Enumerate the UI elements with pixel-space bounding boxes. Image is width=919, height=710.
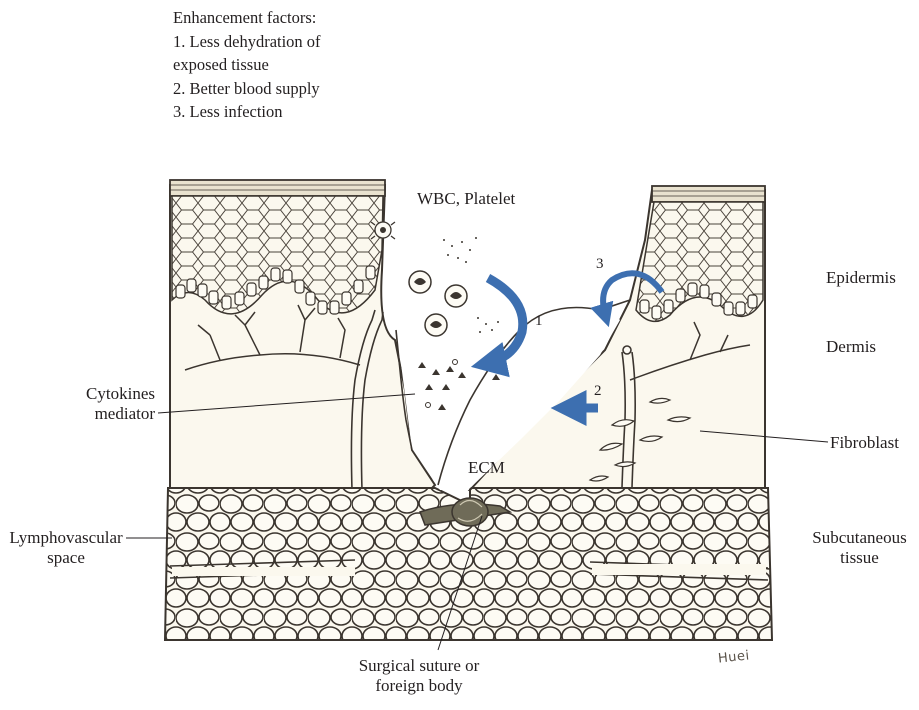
- arrow-2-number: 2: [594, 383, 602, 400]
- enhancement-factors: Enhancement factors: 1. Less dehydration…: [173, 6, 321, 124]
- enhancement-item-1b: exposed tissue: [173, 53, 321, 77]
- lymphovascular-line-2: space: [6, 548, 126, 568]
- suture-line-2: foreign body: [324, 676, 514, 696]
- left-stratum-corneum: [170, 180, 385, 196]
- wbc-platelet-label: WBC, Platelet: [417, 189, 515, 209]
- ecm-label: ECM: [468, 458, 505, 478]
- suture-label: Surgical suture or foreign body: [324, 656, 514, 696]
- fibroblast-label: Fibroblast: [830, 433, 899, 453]
- platelet-dots: [443, 237, 499, 333]
- subcutaneous-line-2: tissue: [800, 548, 919, 568]
- dermis-label: Dermis: [826, 337, 876, 357]
- subcutaneous-line-1: Subcutaneous: [800, 528, 919, 548]
- enhancement-item-1a: 1. Less dehydration of: [173, 30, 321, 54]
- cytokines-label: Cytokines mediator: [45, 384, 155, 424]
- epidermis-label: Epidermis: [826, 268, 896, 288]
- right-stratum-corneum: [652, 186, 765, 202]
- enhancement-item-3: 3. Less infection: [173, 100, 321, 124]
- cytokines-line-1: Cytokines: [45, 384, 155, 404]
- arrow-3-number: 3: [596, 256, 604, 273]
- subcutaneous-label: Subcutaneous tissue: [800, 528, 919, 568]
- cytokines-line-2: mediator: [45, 404, 155, 424]
- arrow-1-number: 1: [535, 313, 543, 330]
- suture-line-1: Surgical suture or: [324, 656, 514, 676]
- enhancement-title: Enhancement factors:: [173, 6, 321, 30]
- lymphovascular-line-1: Lymphovascular: [6, 528, 126, 548]
- lymphovascular-label: Lymphovascular space: [6, 528, 126, 568]
- enhancement-item-2: 2. Better blood supply: [173, 77, 321, 101]
